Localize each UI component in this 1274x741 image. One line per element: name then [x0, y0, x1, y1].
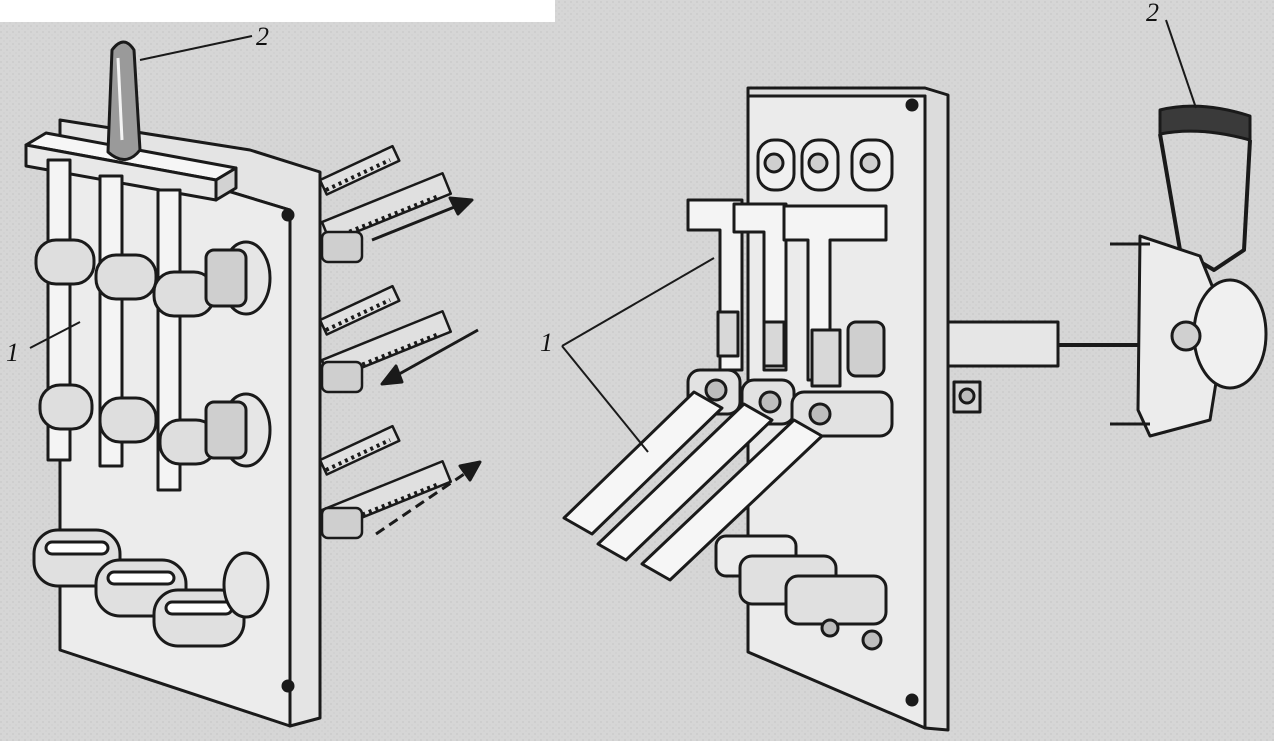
nut	[320, 360, 364, 394]
leader-blade-right-b	[561, 345, 649, 453]
upper-contacts	[34, 238, 272, 318]
arrow-in	[391, 328, 479, 380]
arrow-out	[371, 202, 463, 242]
left-leader-lines	[29, 35, 253, 349]
label-handle-left: 2	[256, 22, 269, 51]
open-blade	[562, 390, 724, 536]
nut	[320, 230, 364, 264]
leader-blade-right-a	[561, 257, 715, 347]
leader-handle-right	[1165, 19, 1197, 109]
arrow-head	[448, 196, 474, 216]
upper-hinge-brackets	[686, 198, 888, 388]
open-blade	[596, 402, 774, 562]
open-blade	[640, 418, 824, 582]
handle-frame	[1158, 133, 1252, 272]
rear-handle-assembly	[1110, 104, 1268, 438]
stud-row-bottom	[318, 424, 453, 540]
handle-disc	[1192, 278, 1268, 390]
jaw-contacts	[32, 528, 270, 648]
left-terminal-studs	[318, 144, 453, 540]
current-direction-arrows	[371, 196, 482, 536]
lever-handle	[106, 40, 142, 161]
right-plate-hole	[905, 693, 919, 707]
arrow-head	[458, 460, 482, 482]
stud-row-top	[318, 144, 453, 264]
stud-row-middle	[318, 284, 453, 394]
leader-blade-left	[29, 321, 81, 349]
handle-hub	[1170, 320, 1202, 352]
blade-pivots	[686, 368, 894, 438]
leader-handle-left	[139, 35, 253, 61]
left-plate-hole	[281, 679, 295, 693]
top-terminals	[756, 138, 894, 192]
middle-contacts	[38, 383, 272, 468]
blade	[156, 188, 182, 492]
arrow-head	[380, 364, 404, 386]
top-white-strip	[0, 0, 555, 22]
right-switch	[562, 86, 1268, 732]
left-switch	[24, 40, 482, 728]
label-handle-right: 2	[1146, 0, 1159, 27]
right-plate-hole	[905, 98, 919, 112]
lower-jaws	[714, 534, 888, 651]
drive-mechanism	[946, 320, 1168, 414]
label-blade-left: 1	[6, 338, 19, 367]
right-leader-lines	[561, 19, 1197, 453]
arrow-dashed	[375, 468, 471, 536]
nut	[320, 506, 364, 540]
open-blades	[562, 390, 824, 582]
crossbar-end	[214, 166, 238, 202]
left-plate-hole	[281, 208, 295, 222]
handle-highlight	[116, 57, 124, 141]
label-blade-right: 1	[540, 328, 553, 357]
blade	[98, 174, 124, 468]
